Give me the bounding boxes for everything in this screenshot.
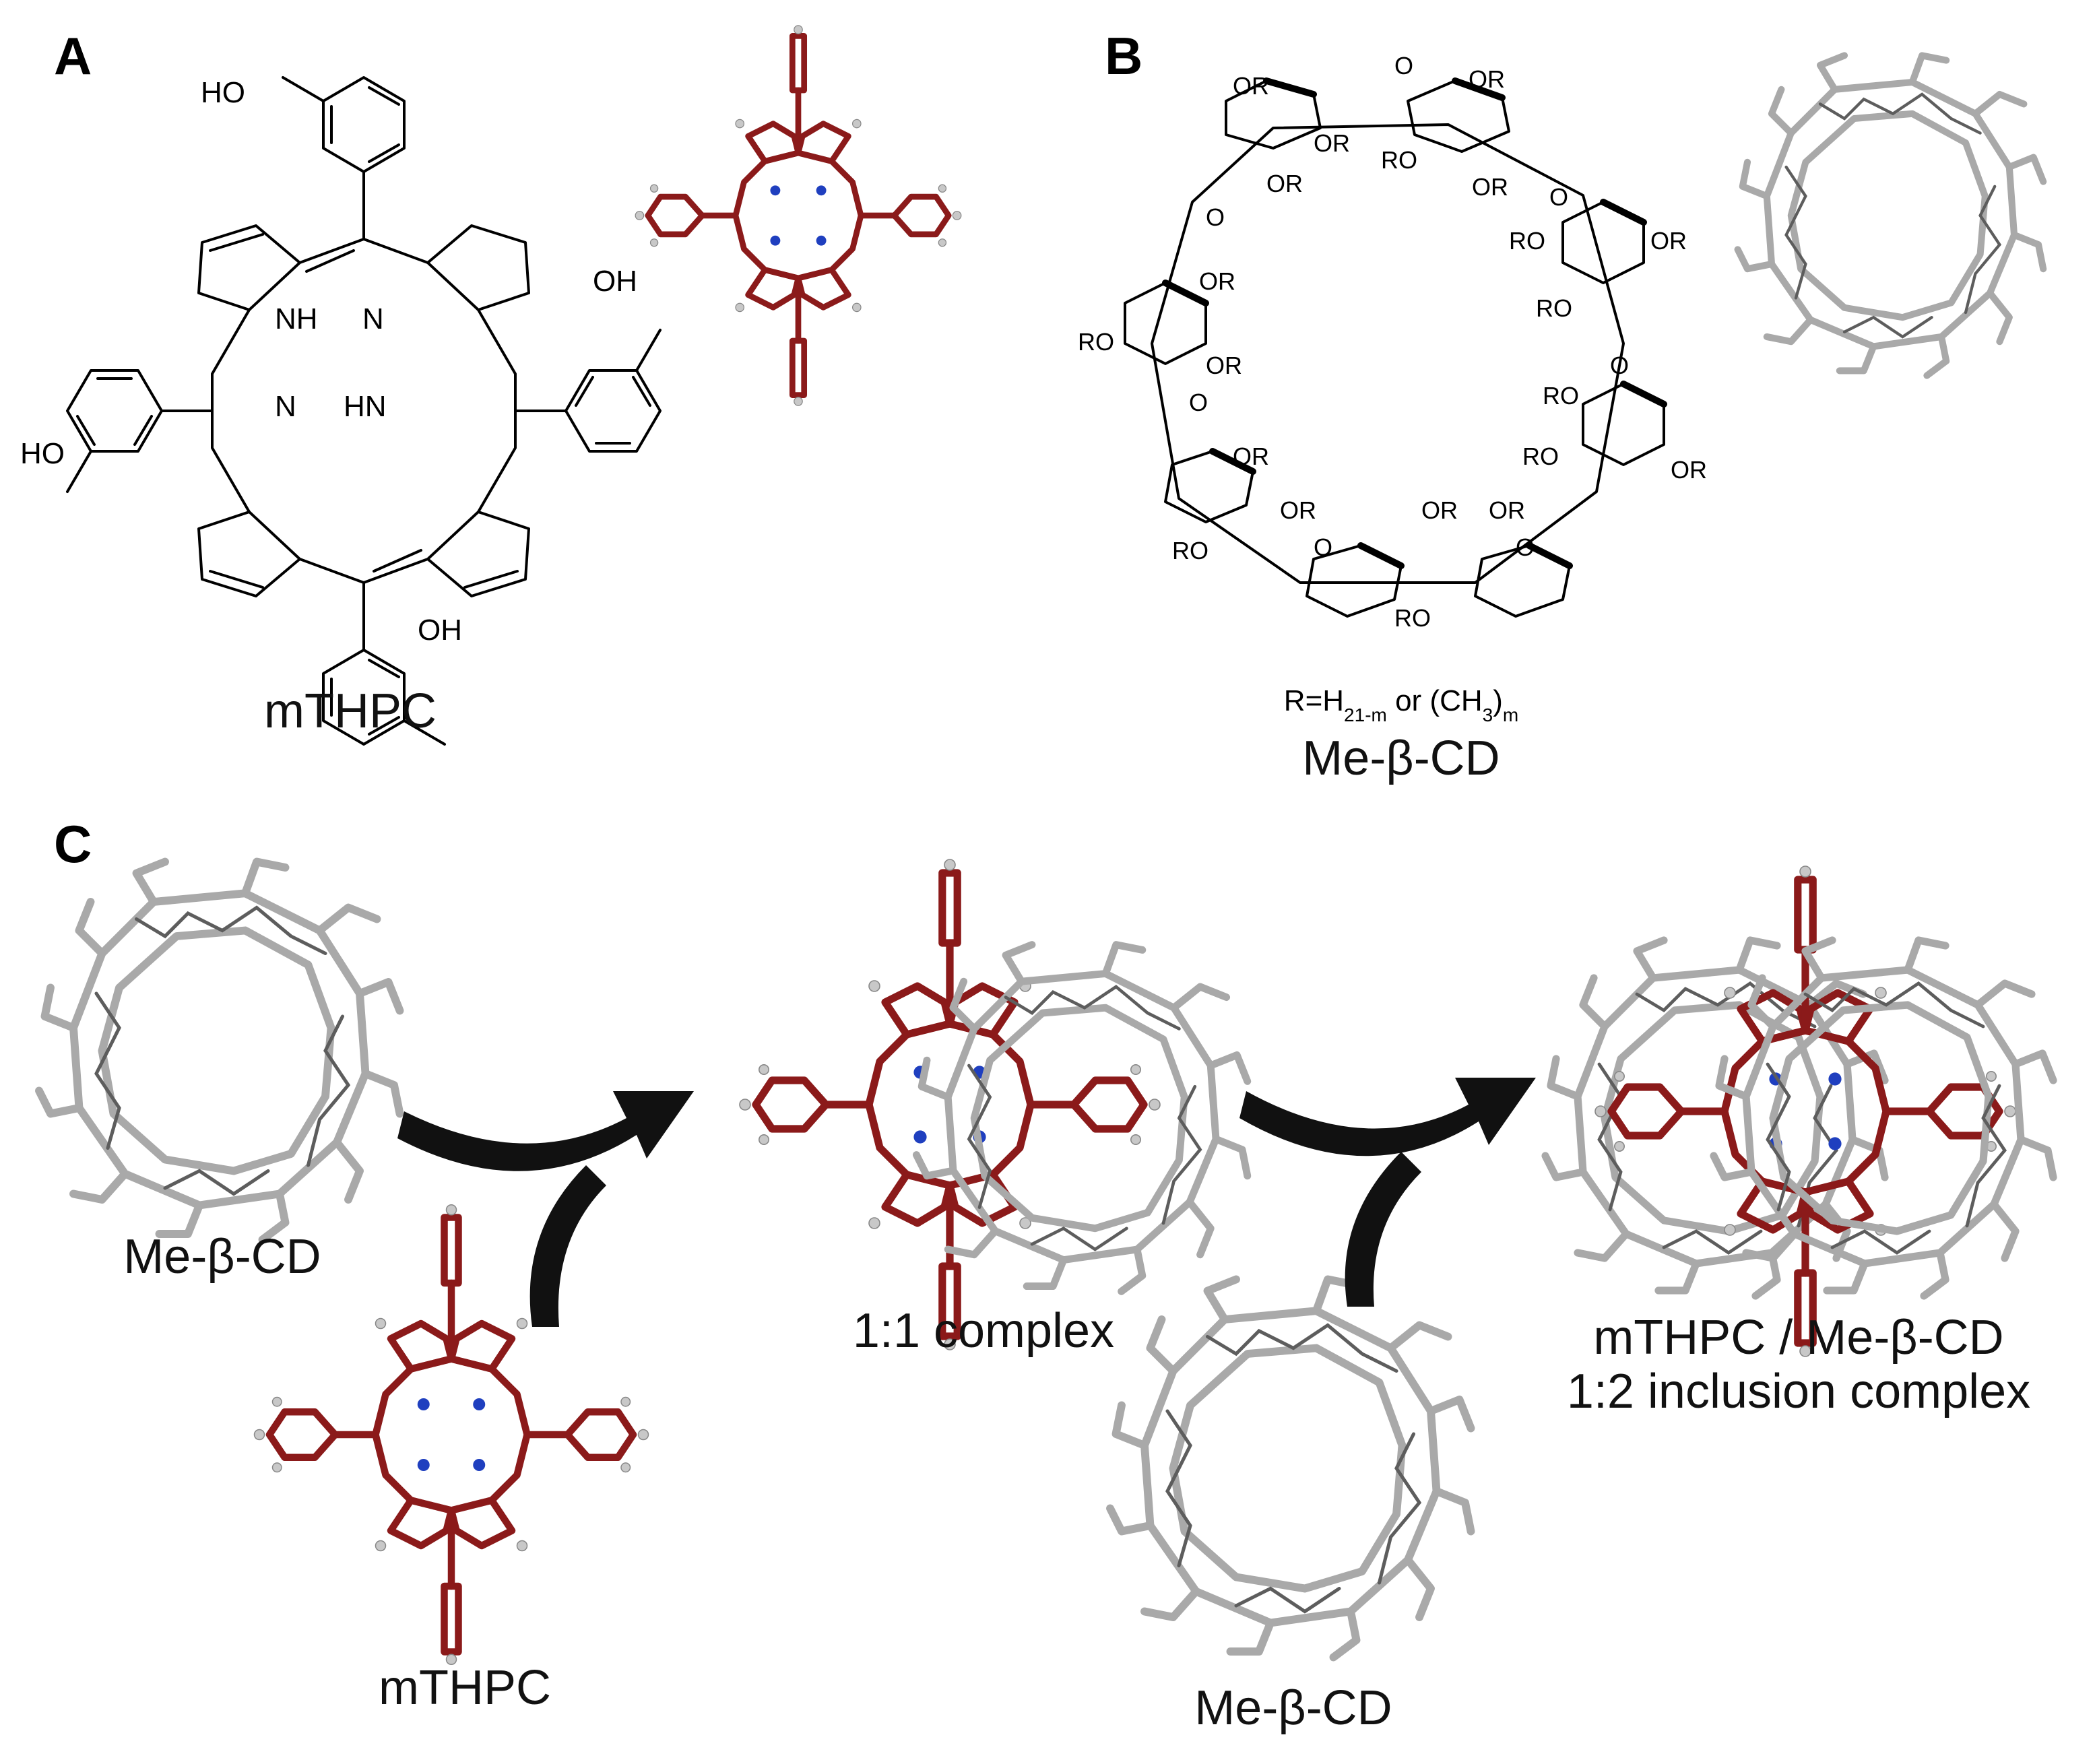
atom-or-5: OR: [1472, 173, 1508, 201]
atom-ro-1: RO: [1381, 146, 1417, 174]
atom-or-7: OR: [1199, 267, 1235, 295]
atom-or-3: OR: [1314, 129, 1350, 157]
atom-or-8: OR: [1206, 352, 1242, 379]
panel-b: B OR OR OR OR RO OR: [1078, 26, 2043, 785]
label-cd-bottom: Me-β-CD: [1194, 1681, 1392, 1735]
atom-ro-8: RO: [1394, 604, 1431, 632]
atom-o-6: O: [1516, 533, 1535, 561]
atom-ro-6: RO: [1522, 443, 1559, 470]
atom-or-11: OR: [1280, 496, 1316, 524]
mthpc-skeletal-structure: [66, 76, 662, 746]
atom-o-4: O: [1610, 352, 1629, 379]
atom-nh: NH: [275, 302, 318, 335]
atom-n-top-right: N: [362, 302, 384, 335]
atom-ro-2: RO: [1509, 227, 1545, 255]
atom-or-10: OR: [1233, 443, 1269, 470]
atom-o-3: O: [1549, 183, 1568, 211]
atom-n-bottom-left: N: [275, 390, 296, 423]
atom-or-1: OR: [1233, 72, 1269, 100]
panel-a: A: [20, 26, 961, 746]
panel-c-letter: C: [54, 814, 92, 874]
panel-b-letter: B: [1105, 26, 1142, 86]
atom-o-7: O: [1314, 533, 1332, 561]
label-complex-1-2-line2: 1:2 inclusion complex: [1567, 1365, 2030, 1418]
r-group-definition: R=H21-m or (CH3)m: [1284, 684, 1518, 725]
cyclodextrin-stick-model-b: [1738, 55, 2044, 375]
complex-1-2-model: [1545, 866, 2053, 1357]
atom-oh-right: OH: [593, 265, 637, 298]
atom-hn: HN: [344, 390, 387, 423]
atom-ro-3: RO: [1536, 294, 1572, 322]
atom-or-13: OR: [1489, 496, 1525, 524]
reaction-arrow-2-branch: [1345, 1152, 1421, 1307]
mthpc-stick-model-a: [635, 26, 961, 405]
atom-ho-top: HO: [201, 76, 245, 109]
cyclodextrin-skeletal-structure: [1124, 77, 1667, 618]
label-mthpc-c: mTHPC: [379, 1661, 551, 1715]
panel-b-caption: Me-β-CD: [1302, 731, 1500, 785]
atom-ho-left: HO: [20, 437, 65, 470]
reaction-arrow-1: [397, 1091, 694, 1171]
label-complex-1-2-line1: mTHPC / Me-β-CD: [1593, 1311, 2003, 1365]
atom-o-2: O: [1206, 203, 1225, 231]
atom-o-5: O: [1189, 389, 1208, 416]
atom-o-1: O: [1394, 52, 1413, 79]
label-complex-1-1: 1:1 complex: [853, 1304, 1114, 1358]
cyclodextrin-stick-model-c-bottom: [1110, 1280, 1471, 1658]
reaction-arrow-2: [1239, 1078, 1536, 1156]
panel-a-caption: mTHPC: [264, 684, 437, 738]
atom-or-2: OR: [1469, 65, 1505, 93]
reaction-arrow-1-branch: [529, 1165, 606, 1327]
atom-or-6: OR: [1650, 227, 1687, 255]
atom-ro-7: RO: [1172, 537, 1208, 564]
panel-c: C Me-β-CD mTHPC 1:1 complex Me-β-CD mTHP…: [39, 814, 2053, 1735]
atom-ro-5: RO: [1543, 382, 1579, 410]
atom-or-4: OR: [1266, 170, 1303, 197]
cyclodextrin-stick-model-c-top: [39, 862, 400, 1240]
panel-a-letter: A: [54, 26, 92, 86]
atom-oh-bottom: OH: [418, 614, 462, 647]
atom-or-12: OR: [1421, 496, 1458, 524]
label-cd-top: Me-β-CD: [123, 1230, 321, 1284]
atom-ro-4: RO: [1078, 328, 1114, 356]
atom-or-9: OR: [1671, 456, 1707, 484]
complex-1-1-model: [740, 859, 1248, 1350]
